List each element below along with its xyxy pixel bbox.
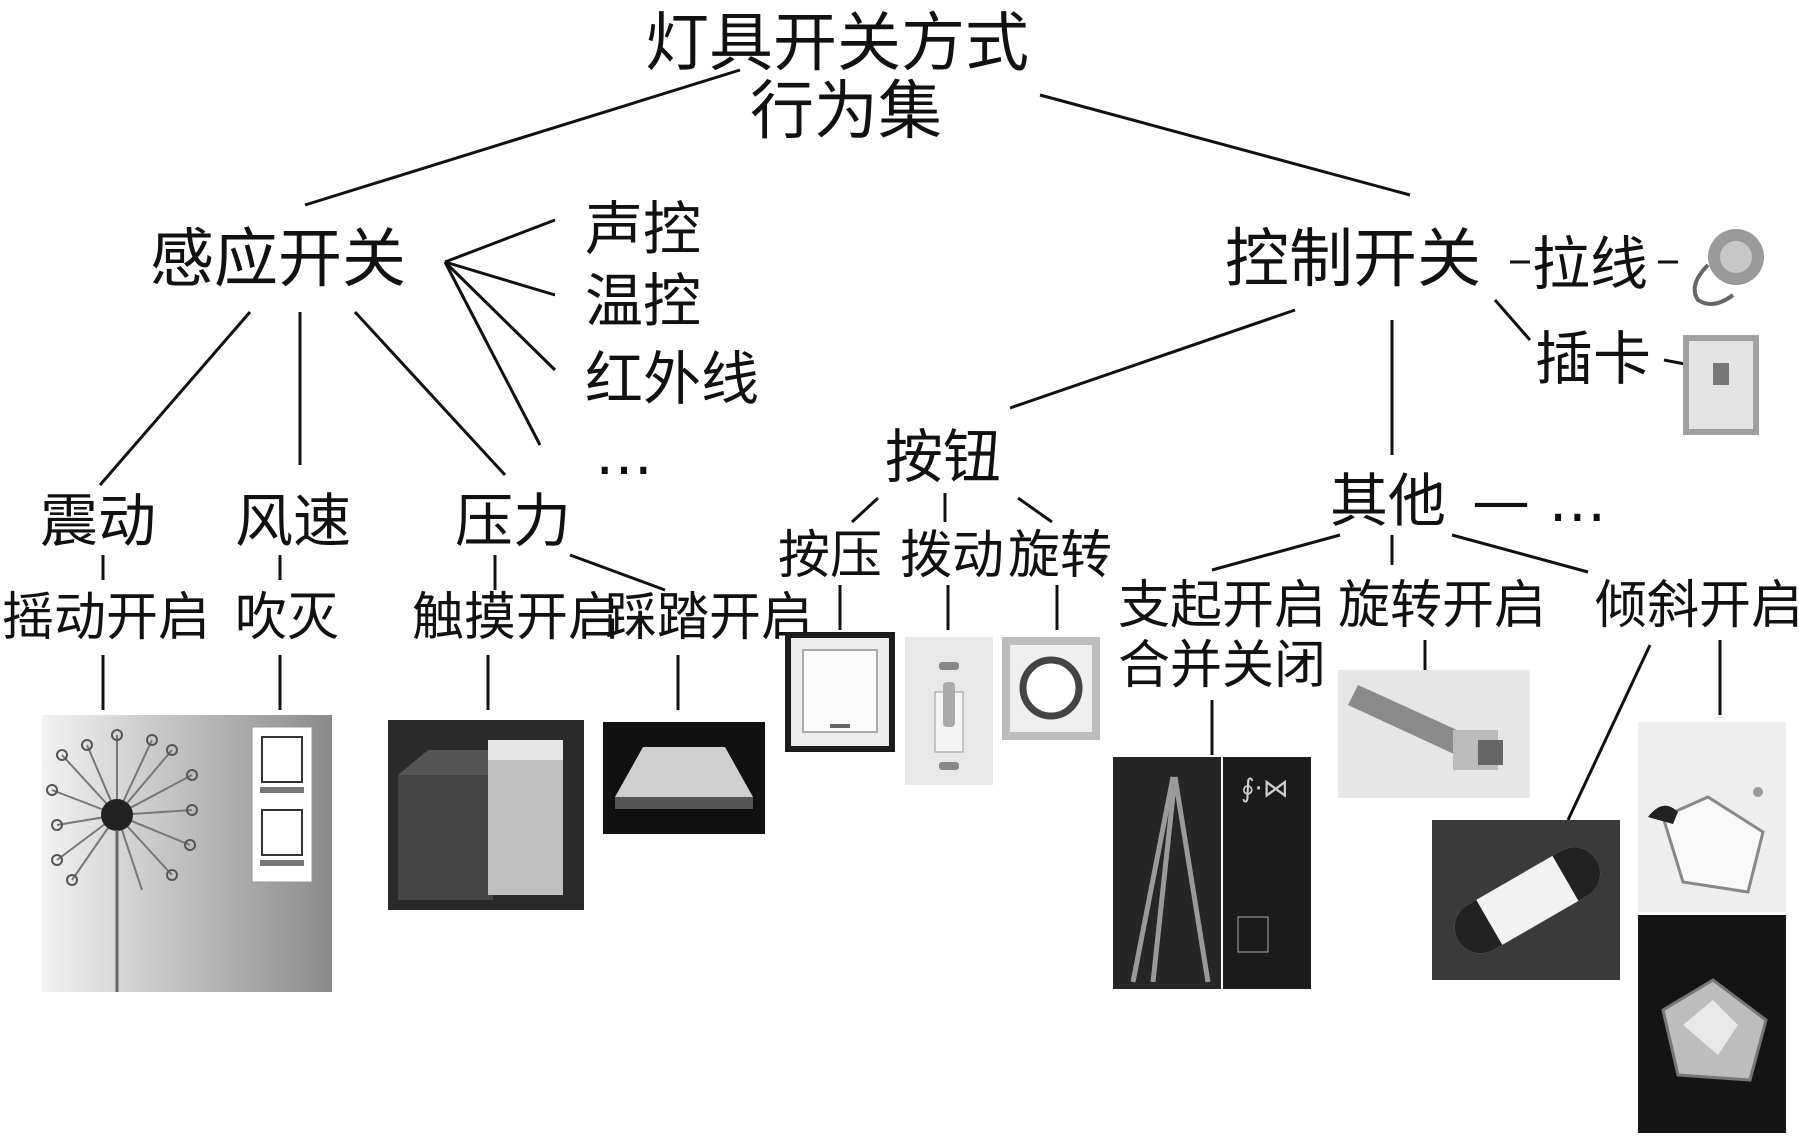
svg-text:∮·⋈: ∮·⋈ <box>1241 774 1289 804</box>
node-pressure: 压力 <box>455 487 572 555</box>
photo-tilt-lamp-capsule <box>1432 820 1620 980</box>
node-vibration: 震动 <box>40 487 157 555</box>
node-wind-speed: 风速 <box>235 487 352 555</box>
photo-tilt-lamp-crystal-lit <box>1638 722 1786 912</box>
node-tilt-on: 倾斜开启 <box>1595 576 1799 636</box>
node-infrared: 红外线 <box>585 345 760 413</box>
node-sound-control: 声控 <box>585 195 702 263</box>
root-title-line1: 灯具开关方式 <box>645 7 1029 81</box>
node-blow-out: 吹灭 <box>235 588 340 648</box>
node-other: 其他 <box>1330 467 1447 535</box>
node-press: 按压 <box>778 526 883 586</box>
node-rotate-on: 旋转开启 <box>1338 576 1547 636</box>
node-touch-on: 触摸开启 <box>412 588 621 648</box>
photo-toggle-switch <box>905 637 993 785</box>
node-rotate: 旋转 <box>1008 526 1113 586</box>
photo-push-switch <box>785 632 895 752</box>
photo-pull-cord <box>1678 225 1768 310</box>
photo-dandelion-lamp <box>42 715 332 992</box>
photo-step-lamp <box>603 722 765 834</box>
node-control-switch: 控制开关 <box>1225 223 1481 297</box>
node-temperature-control: 温控 <box>585 267 702 335</box>
node-fold-off: 合并关闭 <box>1118 636 1327 696</box>
node-toggle: 拨动 <box>900 526 1005 586</box>
node-shake-on: 摇动开启 <box>2 588 211 648</box>
root-title-line2: 行为集 <box>750 75 942 149</box>
node-card-insert: 插卡 <box>1535 325 1652 393</box>
photo-touch-cube-lamps <box>388 720 584 910</box>
node-button: 按钮 <box>885 423 1002 491</box>
node-pull-cord: 拉线 <box>1532 230 1649 298</box>
node-sensor-more: … <box>595 420 653 488</box>
node-sensor-switch: 感应开关 <box>150 223 406 297</box>
node-prop-up-on: 支起开启 <box>1118 576 1327 636</box>
photo-tilt-lamp-crystal-dark <box>1638 915 1786 1133</box>
photo-card-switch <box>1683 335 1759 435</box>
node-step-on: 踩踏开启 <box>605 588 814 648</box>
node-other-more: — … <box>1472 467 1607 535</box>
photo-prop-up-lamp: ∮·⋈ <box>1113 757 1311 989</box>
photo-rotate-lamp <box>1338 670 1530 798</box>
photo-rotary-switch <box>1002 637 1100 740</box>
